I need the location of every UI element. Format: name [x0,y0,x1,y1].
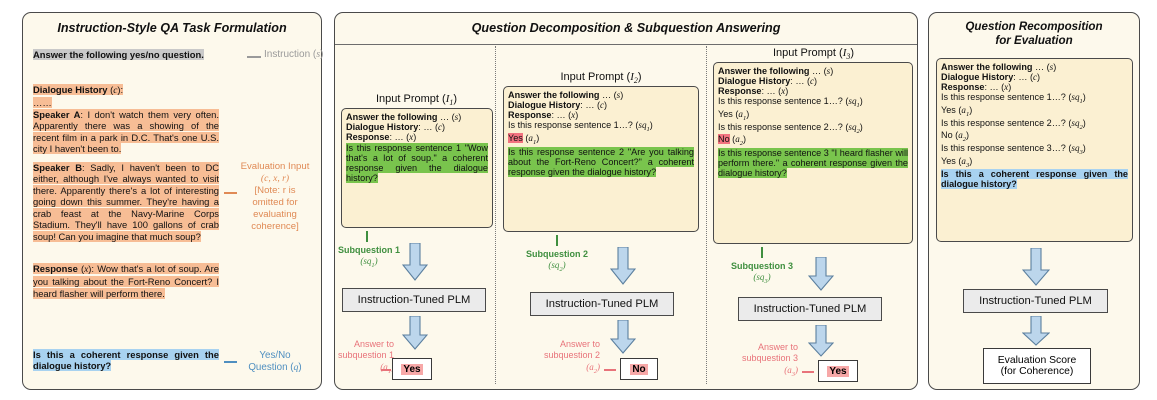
prior-answer-2-col3: No [718,134,730,145]
recomposed-q1: Is this response sentence 1…? (sq1) [941,92,1086,105]
speaker-a-block: Speaker A: I don't watch them very often… [33,109,219,155]
column-divider-1 [495,46,496,384]
instruction-connector [247,56,261,58]
input-prompt-3-box: Answer the following … (s) Dialogue Hist… [713,62,913,244]
panel-title-left: Instruction-Style QA Task Formulation [57,21,287,35]
recomposed-q2: Is this response sentence 2…? (sq2) [941,117,1086,131]
answer-1-box: Yes [392,358,432,380]
input-prompt-2-title: Input Prompt (I2) [560,71,642,86]
evaluation-score-box: Evaluation Score (for Coherence) [983,348,1091,384]
dialogue-history-label: Dialogue History [33,84,108,95]
answer-3-label: Answer to subquestion 3 (a3) [741,342,798,378]
yesno-connector [224,361,237,363]
prior-answer-1-col3: Yes [718,108,733,119]
plm-box-right: Instruction-Tuned PLM [963,289,1108,313]
evaluation-score-line1: Evaluation Score [997,355,1077,366]
arrow-to-plm-3 [808,257,834,291]
arrow-to-answer-3 [808,325,834,357]
speaker-b-text: : Sadly, I haven't been to DC either, al… [33,162,220,242]
answer-3-value: Yes [827,365,849,377]
evaluation-score-line2: (for Coherence) [1000,366,1074,377]
response-text: : Wow that's a lot of soup. Are you talk… [33,263,219,299]
answer-2-value: No [630,363,648,375]
recomposed-q3: Is this response sentence 3…? (sq3) [941,143,1086,157]
recomposed-a1: Yes (a1) [941,104,973,118]
subquestion-2-label: Subquestion 2 (sq2) [525,249,588,273]
prior-answer-1-col2: Yes [508,132,523,143]
arrow-to-answer-2 [610,320,636,354]
arrow-to-plm-1 [402,243,428,281]
eval-input-connector [224,192,237,194]
answer-2-label: Answer to subquestion 2 (a2) [543,339,600,375]
recomposed-final-question: Is this a coherent response given the di… [941,168,1128,189]
answer-3-connector [802,371,814,373]
speaker-a-text: : I don't watch them very often. Apparen… [33,109,219,155]
speaker-a-name: Speaker A [33,109,81,120]
dialogue-history-header: Dialogue History (c): [33,84,124,96]
yesno-question-block: Is this a coherent response given the di… [33,349,219,372]
answer-3-box: Yes [818,360,858,382]
column-divider-2 [706,46,707,384]
subquestion-1-tick [366,231,368,242]
subquestion-2-tick [556,235,558,246]
arrow-to-plm-2 [610,247,636,285]
answer-2-connector [604,369,616,371]
instruction-text: Answer the following yes/no question. [33,49,204,60]
panel-title-right: Question Recomposition for Evaluation [965,20,1103,48]
eval-input-label: Evaluation Input (c, x, r) [Note: r is o… [240,161,310,232]
plm-box-1: Instruction-Tuned PLM [342,288,486,312]
response-block: Response (x): Wow that's a lot of soup. … [33,263,219,299]
dialogue-ellipsis: …… [33,97,52,108]
recomposed-a2: No (a2) [941,130,970,144]
recomposed-prompt-box: Answer the following … (s) Dialogue Hist… [936,58,1133,242]
instruction-text-wrap: Answer the following yes/no question. [33,49,243,60]
middle-title-rule [335,44,917,45]
arrow-to-answer-1 [402,316,428,350]
arrow-to-plm-right [1022,248,1050,286]
speaker-b-name: Speaker B [33,162,82,173]
input-prompt-3-title: Input Prompt (I3) [773,47,854,62]
subquestion-3-label: Subquestion 3 (sq3) [730,261,793,285]
input-prompt-2-box: Answer the following … (s) Dialogue Hist… [503,86,699,232]
plm-box-2: Instruction-Tuned PLM [530,292,674,316]
yesno-question-text: Is this a coherent response given the di… [33,349,219,372]
speaker-b-block: Speaker B: Sadly, I haven't been to DC e… [33,162,220,242]
plm-box-3: Instruction-Tuned PLM [738,297,882,321]
input-prompt-3-subquestion: Is this response sentence 3 "I heard fla… [718,148,908,179]
input-prompt-2-subquestion: Is this response sentence 2 "Are you tal… [508,146,694,177]
answer-1-connector [381,369,391,371]
subquestion-3-tick [761,247,763,258]
arrow-to-score [1022,316,1050,346]
input-prompt-1-box: Answer the following … (s) Dialogue Hist… [341,108,493,228]
response-label: Response [33,263,78,274]
panel-title-middle: Question Decomposition & Subquestion Ans… [471,21,781,35]
answer-1-value: Yes [401,363,423,375]
subquestion-1-label: Subquestion 1 (sq1) [337,245,400,269]
input-prompt-1-subquestion: Is this response sentence 1 "Wow that's … [346,143,488,183]
answer-2-box: No [620,358,658,380]
instruction-label: Instruction (s) [264,49,324,60]
recomposed-a3: Yes (a3) [941,156,973,169]
yesno-label: Yes/No Question (q) [248,350,302,374]
input-prompt-1-title: Input Prompt (I1) [376,93,457,108]
